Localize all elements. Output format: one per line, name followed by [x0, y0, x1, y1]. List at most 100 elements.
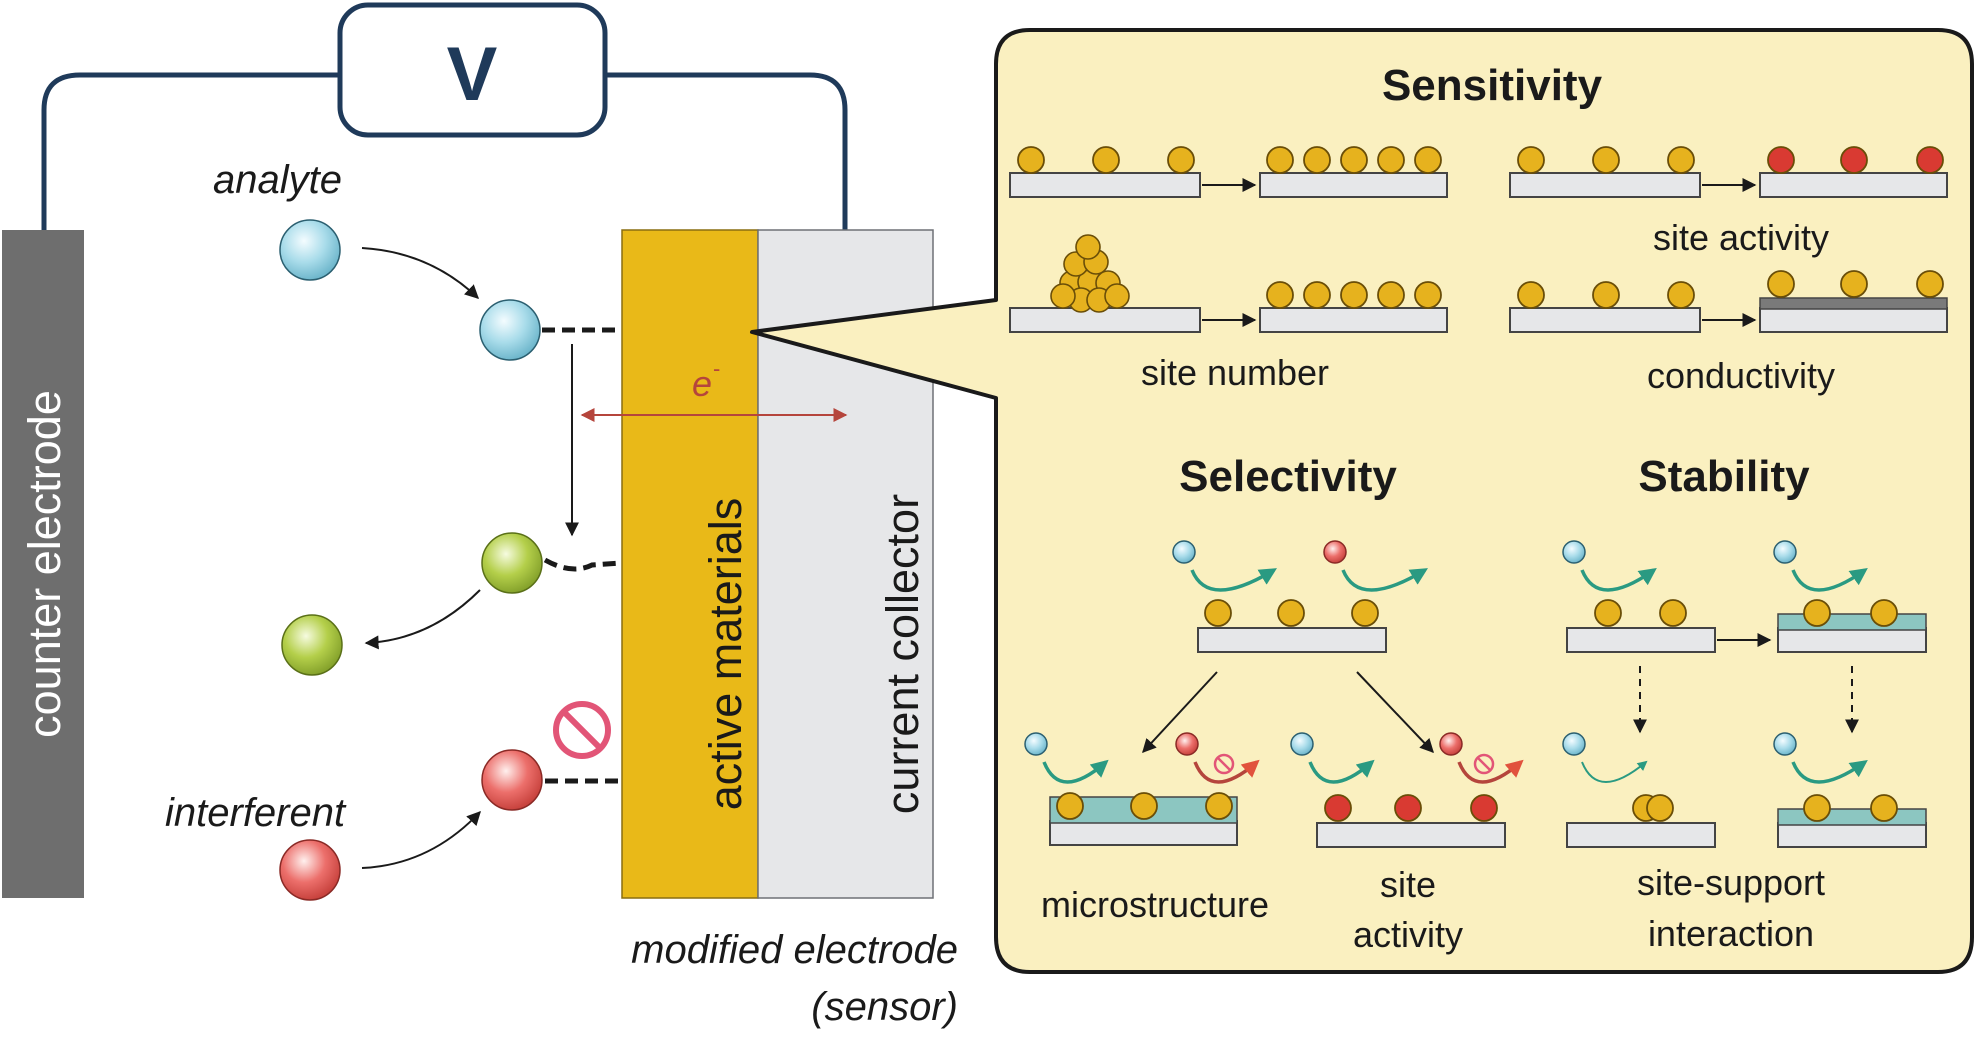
selectivity-activity-label: activity [1353, 914, 1463, 955]
counter-electrode: counter electrode [2, 230, 84, 898]
reaction-curve-weak [1581, 760, 1648, 783]
electron-symbol: e [692, 363, 712, 404]
clustered-site [1075, 234, 1101, 260]
active-site [1340, 146, 1368, 174]
active-site [1840, 146, 1868, 174]
active-site [1414, 146, 1442, 174]
active-site [1594, 599, 1622, 627]
molecule [1773, 540, 1797, 564]
support-substrate [1777, 822, 1927, 848]
conductivity-label: conductivity [1647, 355, 1835, 396]
support-anchor-layer [1777, 808, 1927, 826]
molecule [1562, 540, 1586, 564]
support-substrate [1566, 627, 1716, 653]
clustered-site [1104, 283, 1130, 309]
molecule [1562, 732, 1586, 756]
active-site [1592, 281, 1620, 309]
current-collector-label: current collector [877, 494, 928, 814]
support-substrate [1509, 307, 1701, 333]
active-site [1803, 599, 1831, 627]
active-site [1870, 599, 1898, 627]
counter-electrode-label: counter electrode [19, 390, 70, 738]
sensor-label: (sensor) [811, 985, 958, 1029]
active-site [1916, 146, 1944, 174]
product-molecule-released [281, 614, 343, 676]
active-site [1017, 146, 1045, 174]
blocked-icon-small-bar [1217, 757, 1231, 771]
site-number-label: site number [1141, 352, 1329, 393]
reaction-curve [1791, 759, 1868, 784]
support-substrate [1009, 307, 1201, 333]
molecule [1773, 732, 1797, 756]
active-site [1803, 794, 1831, 822]
selectivity-site-label: site [1380, 864, 1436, 905]
branch-arrow [1356, 671, 1434, 754]
selectivity-title: Selectivity [1179, 452, 1397, 501]
active-materials-label: active materials [700, 498, 751, 811]
reaction-curve [1190, 568, 1277, 592]
panel-schematics [1009, 146, 1948, 848]
active-site [1667, 281, 1695, 309]
reaction-curve [1580, 567, 1657, 592]
active-site [1056, 792, 1084, 820]
branch-arrow [1142, 671, 1218, 754]
blocked-icon-small [1213, 753, 1235, 775]
active-site [1092, 146, 1120, 174]
circuit-wire [41, 72, 848, 232]
active-site [1667, 146, 1695, 174]
active-site [1324, 794, 1352, 822]
active-materials-layer: active materials [621, 229, 759, 899]
blocked-icon-small-bar [1477, 757, 1491, 771]
active-site [1130, 792, 1158, 820]
conductive-layer [1759, 297, 1948, 310]
analyte-label: analyte [213, 158, 342, 202]
product-bond [543, 557, 623, 572]
support-substrate [1509, 172, 1701, 198]
reaction-curve [1457, 759, 1524, 784]
molecule [1024, 732, 1048, 756]
interferent-molecule [279, 839, 341, 901]
electron-transfer: e - [580, 356, 848, 422]
interferent-molecule-surface [481, 749, 543, 811]
active-site [1303, 146, 1331, 174]
active-site [1377, 146, 1405, 174]
site-activity-label: site activity [1653, 217, 1829, 258]
active-site [1646, 794, 1674, 822]
blocked-icon [553, 701, 611, 759]
active-site [1266, 281, 1294, 309]
active-site [1870, 794, 1898, 822]
desorption-arrow [364, 589, 481, 650]
molecule [1439, 732, 1463, 756]
active-site [1377, 281, 1405, 309]
modified-electrode-label: modified electrode [631, 928, 958, 972]
support-substrate [1759, 172, 1948, 198]
adsorption-arrow [361, 247, 480, 299]
active-site [1204, 599, 1232, 627]
reaction-curve [1308, 759, 1375, 784]
support-substrate [1777, 627, 1927, 653]
interferent-approach-arrow [361, 810, 481, 869]
active-site [1592, 146, 1620, 174]
active-site [1205, 792, 1233, 820]
support-substrate [1759, 307, 1948, 333]
active-site [1167, 146, 1195, 174]
support-substrate [1259, 172, 1448, 198]
active-site [1266, 146, 1294, 174]
interaction-label: interaction [1648, 913, 1814, 954]
active-site [1517, 281, 1545, 309]
blocked-icon-small [1473, 753, 1495, 775]
active-site [1394, 794, 1422, 822]
support-substrate [1566, 822, 1716, 848]
active-site [1916, 270, 1944, 298]
interferent-label: interferent [165, 791, 347, 835]
molecule [1175, 732, 1199, 756]
active-site [1767, 146, 1795, 174]
active-site [1517, 146, 1545, 174]
molecule [1290, 732, 1314, 756]
adsorbed-analyte [479, 299, 541, 361]
reaction-curve [1791, 567, 1868, 592]
product-molecule-bound [481, 532, 543, 594]
active-site [1414, 281, 1442, 309]
mechanism-panel [750, 28, 1974, 974]
clustered-site [1050, 283, 1076, 309]
